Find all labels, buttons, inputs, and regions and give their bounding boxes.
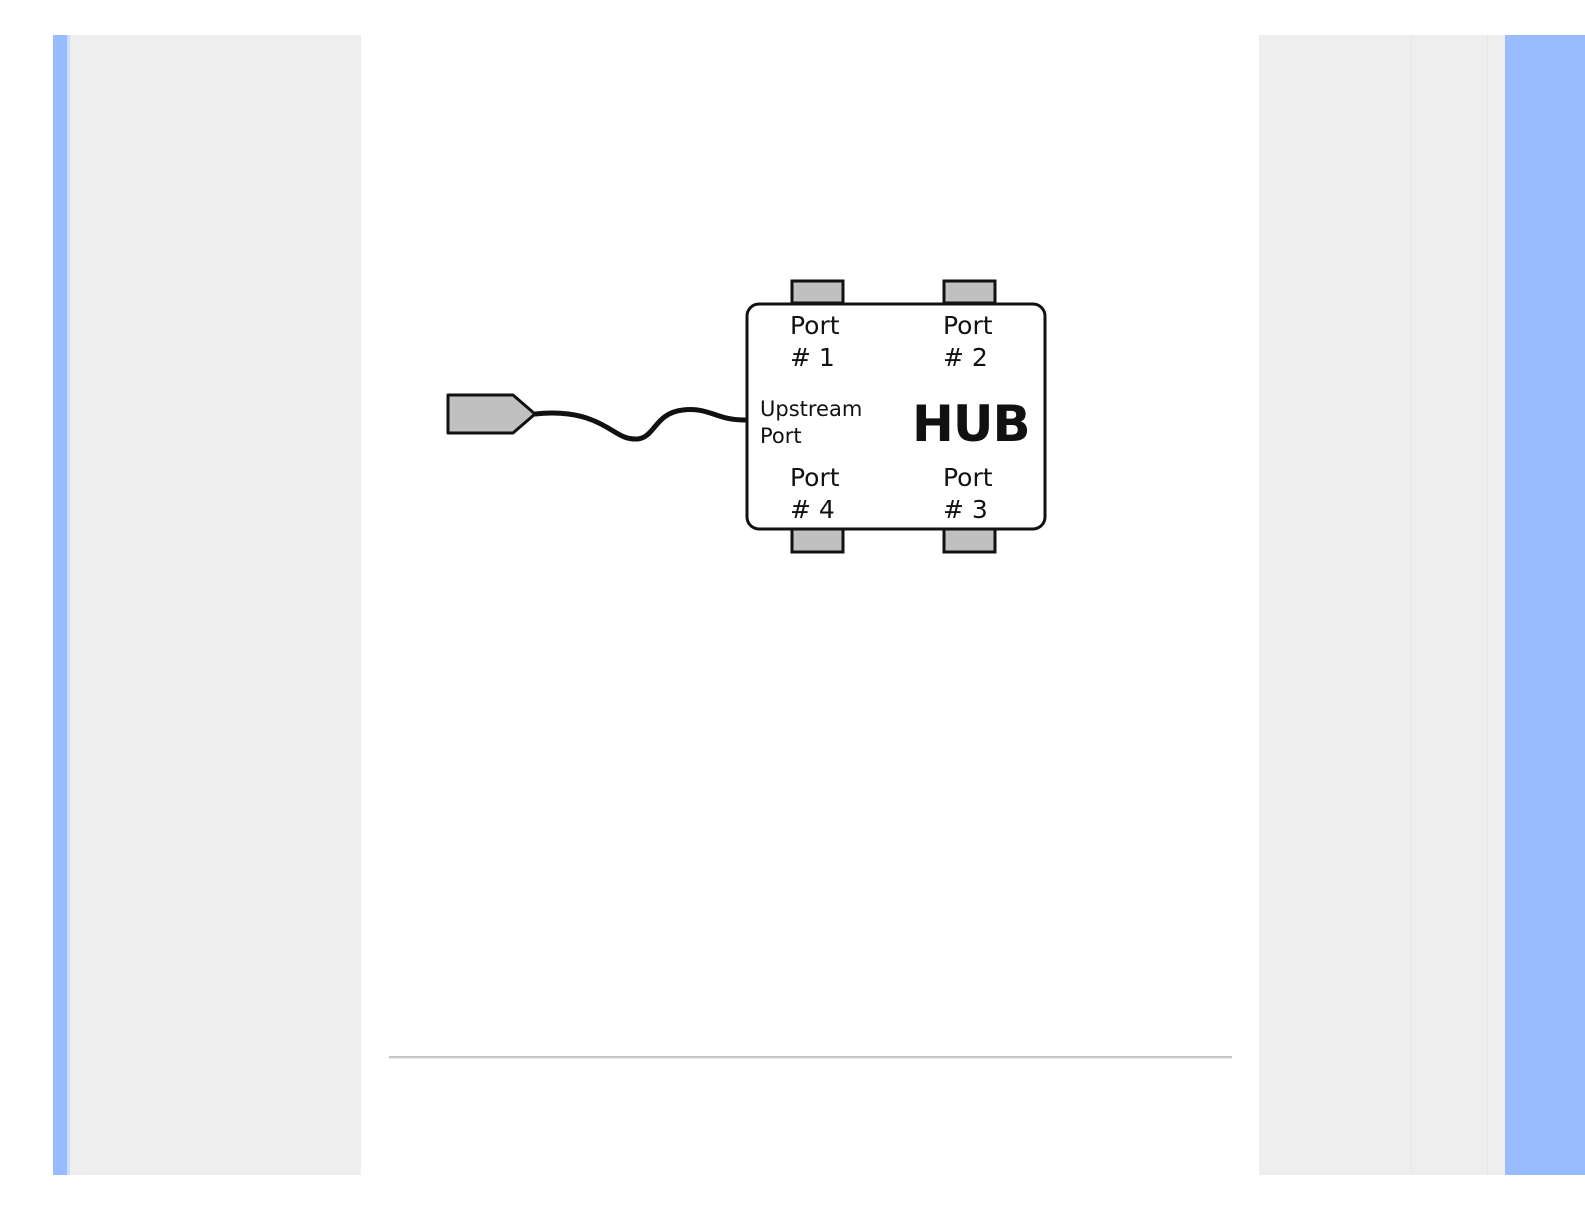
right-sidebar xyxy=(1259,35,1411,1175)
port-3-connector xyxy=(944,529,995,552)
upstream-port-label-line2: Port xyxy=(760,424,802,448)
port-1-label: Port xyxy=(790,311,840,340)
usb-hub-diagram: Port # 1 Port # 2 Upstream Port HUB Port… xyxy=(440,275,1055,560)
port-3-label: Port xyxy=(943,463,993,492)
port-1-number: # 1 xyxy=(790,343,835,372)
right-sidebar-column xyxy=(1488,35,1505,1175)
left-sidebar xyxy=(70,35,361,1175)
port-1-connector xyxy=(792,281,843,303)
hub-title: HUB xyxy=(912,395,1030,453)
upstream-plug-icon xyxy=(448,395,535,433)
left-frame-border xyxy=(53,35,67,1175)
port-4-connector xyxy=(792,529,843,552)
port-4-label: Port xyxy=(790,463,840,492)
right-sidebar-column xyxy=(1412,35,1487,1175)
upstream-cable xyxy=(535,410,745,440)
port-3-number: # 3 xyxy=(943,495,988,524)
port-4-number: # 4 xyxy=(790,495,835,524)
horizontal-rule xyxy=(389,1056,1232,1059)
port-2-label: Port xyxy=(943,311,993,340)
port-2-connector xyxy=(944,281,995,303)
port-2-number: # 2 xyxy=(943,343,988,372)
upstream-port-label: Upstream xyxy=(760,397,862,421)
main-content xyxy=(361,35,1259,1175)
right-frame-border xyxy=(1505,35,1585,1175)
